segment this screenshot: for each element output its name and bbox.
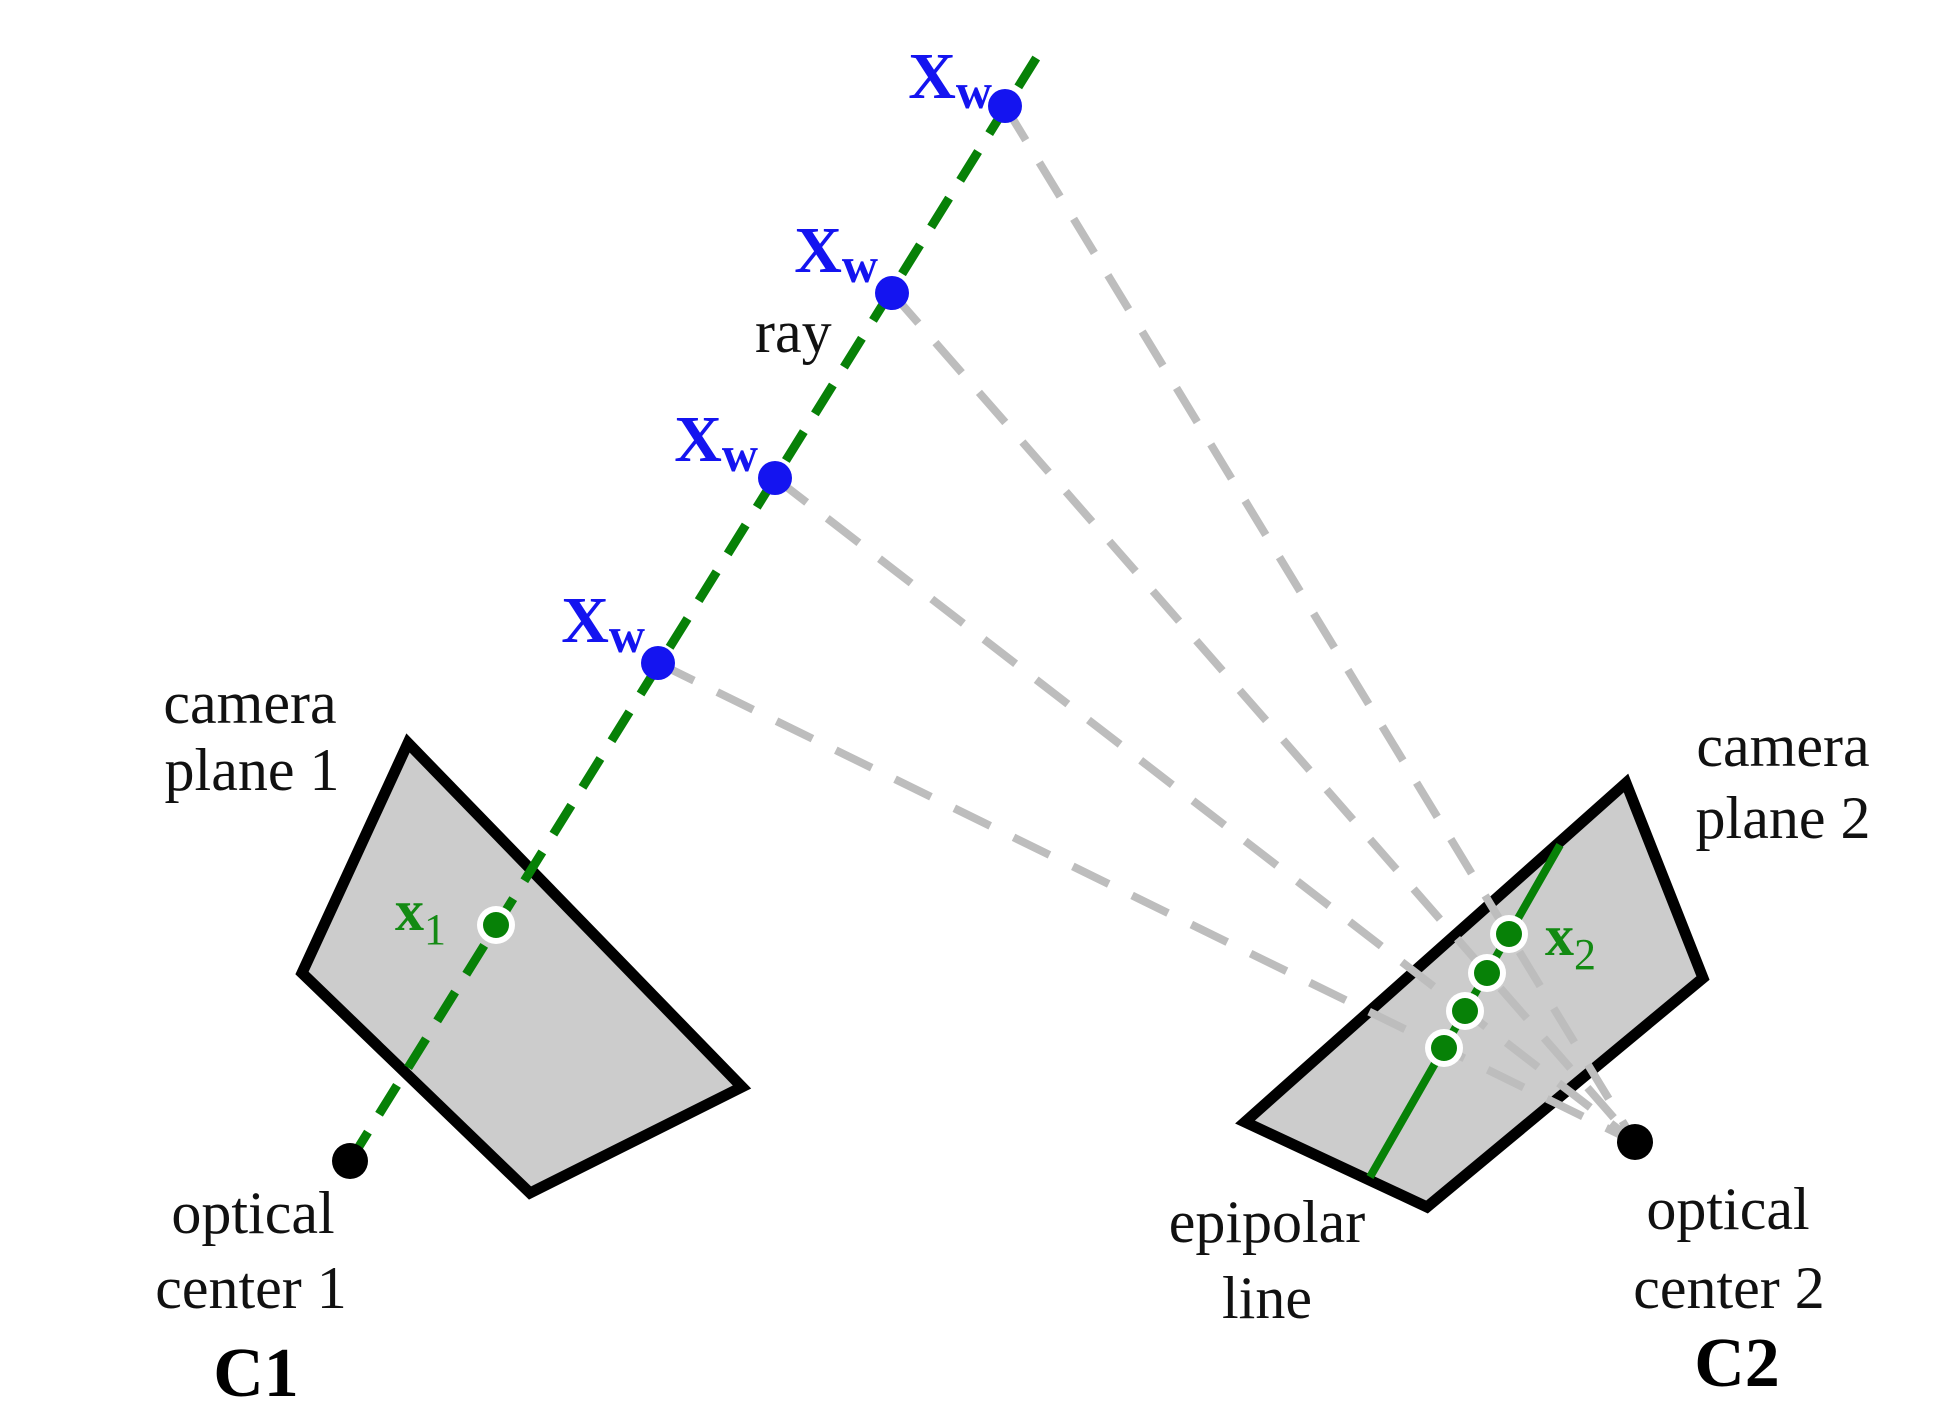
world-point-label-sub: w	[956, 63, 992, 119]
x2-point-dot	[1496, 921, 1522, 947]
projection-line-1	[1001, 103, 1639, 1145]
camera-plane-1-label-line1: camera	[163, 670, 336, 736]
world-point-dot-2	[875, 276, 909, 310]
x1-point	[477, 906, 515, 944]
world-point-label-1: Xw	[908, 40, 992, 119]
world-point-label-4: Xw	[561, 584, 645, 663]
x1-point-dot	[483, 912, 509, 938]
epipolar-candidate-point	[1446, 992, 1484, 1030]
camera-plane-2-label-line2: plane 2	[1696, 785, 1871, 851]
world-point-label-sub: w	[609, 607, 645, 663]
camera-plane-1-shape	[295, 733, 752, 1200]
x2-label-sub: 2	[1574, 930, 1596, 979]
epipolar-line-label-line2: line	[1222, 1265, 1312, 1331]
world-point-label-base: X	[561, 584, 609, 657]
x2-label-base: x	[1545, 903, 1574, 968]
world-point-label-sub: w	[722, 426, 758, 482]
optical-center-1-label-line1: optical	[171, 1180, 334, 1246]
optical-center-2-label-line2: center 2	[1633, 1255, 1825, 1321]
x2-label: x2	[1545, 903, 1596, 979]
world-point-dot-3	[758, 461, 792, 495]
candidate-point-dot	[1452, 998, 1478, 1024]
camera-plane-2-label-line1: camera	[1696, 713, 1869, 779]
world-point-dot-4	[641, 646, 675, 680]
candidate-point-dot	[1431, 1035, 1457, 1061]
ray-label: ray	[755, 299, 832, 365]
x2-point	[1490, 915, 1528, 953]
world-point-label-sub: w	[842, 237, 878, 293]
c2-label: C2	[1694, 1325, 1780, 1402]
epipolar-candidate-point	[1468, 954, 1506, 992]
optical-center-2-label-line1: optical	[1646, 1176, 1809, 1242]
x1-label: x1	[395, 878, 446, 954]
projection-line-3	[772, 474, 1638, 1146]
world-point-label-2: Xw	[794, 214, 878, 293]
world-point-dot-1	[988, 89, 1022, 123]
world-point-label-3: Xw	[674, 403, 758, 482]
world-point-label-base: X	[794, 214, 842, 287]
x1-label-sub: 1	[424, 905, 446, 954]
candidate-point-dot	[1474, 960, 1500, 986]
world-point-label-base: X	[674, 403, 722, 476]
optical-center-1-dot	[332, 1143, 368, 1179]
projection-line-2	[888, 290, 1639, 1145]
world-point-label-base: X	[908, 40, 956, 113]
epipolar-line-label-line1: epipolar	[1169, 1189, 1366, 1255]
c1-label: C1	[213, 1335, 299, 1408]
projection-line-4	[656, 659, 1637, 1146]
optical-center-1-label-line2: center 1	[155, 1255, 347, 1321]
x1-label-base: x	[395, 878, 424, 943]
optical-center-2-dot	[1617, 1124, 1653, 1160]
epipolar-candidate-point	[1425, 1029, 1463, 1067]
camera-plane-1-label-line2: plane 1	[165, 737, 340, 803]
